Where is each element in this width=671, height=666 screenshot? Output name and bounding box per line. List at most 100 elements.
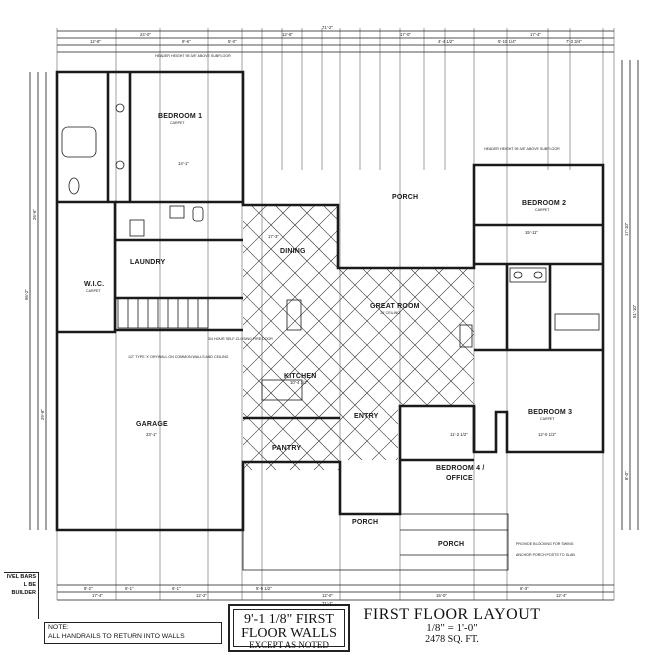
- right-dim-a: 17'-10": [624, 222, 629, 236]
- title-area: 2478 SQ. FT.: [425, 634, 479, 645]
- hatch-line: [659, 205, 671, 485]
- dining-dim: 17'-3": [268, 234, 279, 239]
- hatch-line: [243, 205, 460, 470]
- top-dim-8: 4'-4 1/2": [438, 39, 454, 44]
- hatch-line: [563, 205, 671, 485]
- wic-carpet: CARPET: [86, 289, 101, 293]
- title-scale: 1/8" = 1'-0": [426, 622, 478, 634]
- hatch-line: [370, 205, 474, 470]
- drawing-title: FIRST FLOOR LAYOUT 1/8" = 1'-0" 2478 SQ.…: [352, 606, 552, 645]
- corner-note: IVEL BARS L BE BUILDER: [4, 572, 39, 619]
- right-dim-overall: 51'-10": [632, 304, 637, 318]
- hatch-line: [0, 205, 195, 485]
- bedroom2-carpet: CARPET: [535, 208, 550, 212]
- blocking-note: PROVIDE BLOCKING FOR SWING: [516, 542, 574, 546]
- bottom-dim-6: 8'-2": [84, 586, 93, 591]
- hatch-line: [611, 205, 671, 485]
- top-dim-6: 9'-6": [182, 39, 191, 44]
- hatch-line: [418, 205, 474, 470]
- wall-height-line-1: 9'-1 1/8" FIRST: [244, 612, 334, 627]
- great-room-ceiling: 10' CEILING: [380, 311, 400, 315]
- bedroom4-dim: 11'-2 1/2": [450, 432, 468, 437]
- corner-note-line-1: IVEL BARS: [6, 574, 36, 580]
- hatch-line: [0, 205, 195, 485]
- hatch-line: [243, 205, 340, 470]
- exterior-walls: [55, 70, 605, 532]
- kitchen-label: KITCHEN: [284, 373, 317, 380]
- hatch-line: [298, 205, 474, 470]
- hatch-line: [243, 205, 244, 470]
- bottom-dim-8: 6'-1": [172, 586, 181, 591]
- great-room-label: GREAT ROOM: [370, 303, 420, 310]
- hatch-line: [0, 205, 219, 485]
- hatch-line: [370, 205, 474, 470]
- top-dim-10: 7'-3 3/4": [566, 39, 582, 44]
- hatch-line: [491, 205, 671, 485]
- left-dim-a: 26'-6": [32, 209, 37, 220]
- hatch-line: [243, 205, 244, 470]
- hatch-line: [0, 205, 147, 485]
- stairs: [117, 297, 209, 329]
- bedroom3-label: BEDROOM 3: [528, 409, 572, 416]
- top-dim-7: 5'-0": [228, 39, 237, 44]
- entry-label: ENTRY: [354, 413, 379, 420]
- dining-label: DINING: [280, 248, 306, 255]
- bottom-dim-2: 12'-2": [196, 593, 207, 598]
- bedroom3-carpet: CARPET: [540, 417, 555, 421]
- hatch-line: [250, 205, 474, 470]
- bedroom4-label: BEDROOM 4 /: [436, 465, 484, 472]
- porch-top-label: PORCH: [392, 194, 418, 201]
- hatch-line: [442, 205, 474, 470]
- bottom-dim-3: 12'-0": [322, 593, 333, 598]
- hatch-line: [243, 205, 340, 470]
- top-dim-5: 12'-8": [90, 39, 101, 44]
- hatch-line: [243, 205, 292, 470]
- porch-mid-label: PORCH: [352, 519, 378, 526]
- dimension-grid: [29, 28, 639, 601]
- wall-height-box: 9'-1 1/8" FIRST FLOOR WALLS EXCEPT AS NO…: [228, 604, 350, 652]
- hatch-line: [491, 205, 671, 485]
- hatch-line: [274, 205, 474, 470]
- hatch-line: [0, 205, 123, 485]
- top-dim-4: 17'-4": [530, 32, 541, 37]
- hatch-line: [587, 205, 671, 485]
- hatch-line: [322, 205, 474, 470]
- kitchen-dim: 10'-4 1/2": [290, 380, 309, 385]
- fixtures: [61, 103, 600, 401]
- hatch-line: [243, 205, 268, 470]
- hatch-line: [0, 205, 123, 485]
- hatch-line: [563, 205, 671, 485]
- anchor-porch-note: ANCHOR PORCH POSTS TO SLAB: [516, 553, 575, 557]
- hatch-line: [442, 205, 474, 470]
- top-dim-9: 5'-10 1/4": [498, 39, 517, 44]
- hatch-line: [418, 205, 474, 470]
- hatch-line: [515, 205, 671, 485]
- bedroom3-dim: 12'-0 1/2": [538, 432, 557, 437]
- bedroom1-dim: 14'-1": [178, 161, 189, 166]
- hatch-line: [0, 205, 171, 485]
- bedroom1-carpet: CARPET: [170, 121, 185, 125]
- wall-height-line-3: EXCEPT AS NOTED: [249, 640, 329, 650]
- bottom-dim-7: 6'-1": [125, 586, 134, 591]
- garage-dim: 23'-1": [146, 432, 157, 437]
- corner-note-line-3: BUILDER: [11, 590, 36, 596]
- pantry-label: PANTRY: [272, 445, 301, 452]
- garage-label: GARAGE: [136, 421, 168, 428]
- hatch-line: [611, 205, 671, 485]
- hatch-line: [635, 205, 671, 485]
- hatch-line: [243, 205, 268, 470]
- bedroom1-label: BEDROOM 1: [158, 113, 202, 120]
- hatch-line: [466, 205, 474, 470]
- bedroom2-label: BEDROOM 2: [522, 200, 566, 207]
- hatch-line: [466, 205, 474, 470]
- office-label: OFFICE: [446, 475, 473, 482]
- drywall-note: 1/2" TYPE 'X' DRYWALL ON COMMON WALLS AN…: [128, 355, 229, 359]
- bottom-dim-10: 6'-3": [520, 586, 529, 591]
- top-dim-overall: 71'-2": [322, 25, 333, 30]
- hatch-line: [0, 205, 219, 485]
- bottom-dim-5: 12'-4": [556, 593, 567, 598]
- hatch-line: [346, 205, 474, 470]
- hatch-line: [539, 205, 671, 485]
- wic-label: W.I.C.: [84, 281, 104, 288]
- hatch-line: [539, 205, 671, 485]
